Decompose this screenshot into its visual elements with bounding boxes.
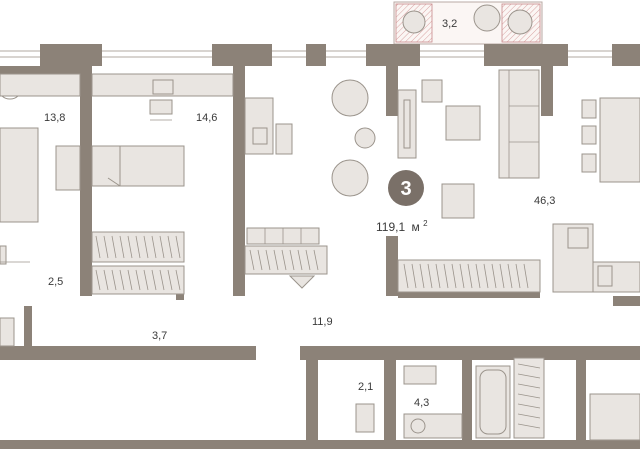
kitchen-furniture	[397, 97, 640, 293]
balcony-chair-right	[507, 9, 533, 35]
bedroom-middle-furniture	[91, 73, 234, 295]
total-area-value: 119,1	[376, 220, 405, 234]
balcony-table	[473, 4, 501, 32]
walls	[0, 44, 640, 449]
total-area-unit: м	[411, 220, 419, 234]
room-area-13-8: 13,8	[44, 112, 65, 124]
balcony-chair-left	[402, 10, 426, 34]
rooms-count-badge: 3	[388, 170, 424, 206]
room-area-2-5: 2,5	[48, 276, 63, 288]
bedroom-left-furniture	[0, 73, 81, 265]
bathroom-furniture	[0, 317, 640, 441]
living-room-furniture	[331, 69, 540, 219]
room-area-4-3: 4,3	[414, 397, 429, 409]
room-area-14-6: 14,6	[196, 112, 217, 124]
total-area: 119,1 м 2	[376, 219, 428, 234]
room-area-2-1: 2,1	[358, 381, 373, 393]
balcony	[393, 1, 543, 45]
total-area-unit-sup: 2	[423, 219, 428, 228]
room-area-11-9: 11,9	[312, 316, 333, 328]
rooms-count: 3	[400, 178, 411, 200]
room-area-3-7: 3,7	[152, 330, 167, 342]
room-area-46-3: 46,3	[534, 195, 555, 207]
room-area-3-2: 3,2	[442, 18, 457, 30]
office-furniture	[244, 97, 328, 289]
